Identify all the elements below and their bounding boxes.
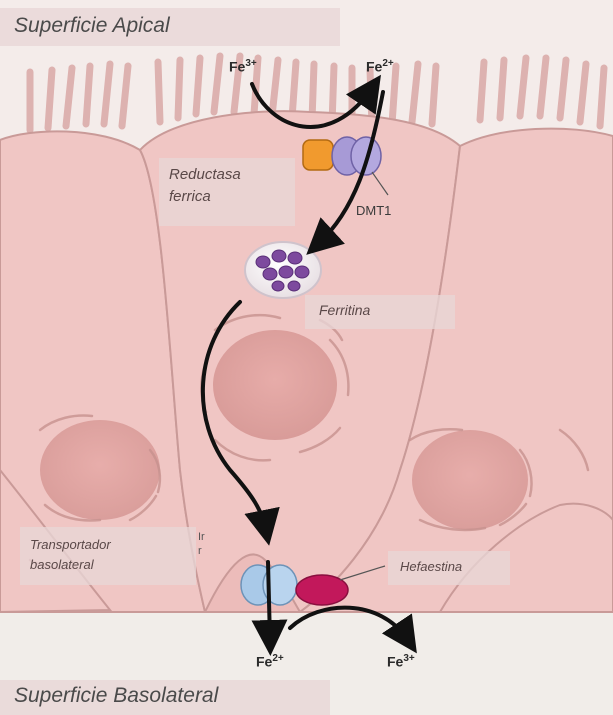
arrow-export bbox=[268, 562, 270, 640]
reductase-label-line1: Reductasa bbox=[169, 164, 285, 186]
ion-fe3-apical: Fe3+ bbox=[229, 58, 257, 75]
ion-fe3-basolateral: Fe3+ bbox=[387, 653, 415, 670]
reductase-label-line2: ferrica bbox=[169, 186, 285, 208]
ferritin-vesicle bbox=[245, 242, 321, 298]
nucleus-left bbox=[40, 420, 160, 520]
apical-surface-label: Superficie Apical bbox=[0, 8, 340, 46]
ferritin-label: Ferritina bbox=[305, 295, 455, 329]
truncated-label-fragment: Ir r bbox=[198, 530, 205, 558]
transporter-label-line1: Transportador bbox=[30, 535, 186, 555]
ion-fe2-basolateral: Fe2+ bbox=[256, 653, 284, 670]
nucleus-center bbox=[213, 330, 337, 440]
basolateral-surface-label: Superficie Basolateral bbox=[0, 680, 330, 715]
transporter-label-line2: basolateral bbox=[30, 555, 186, 575]
ion-fe2-apical: Fe2+ bbox=[366, 58, 394, 75]
nucleus-right bbox=[412, 430, 528, 530]
ferric-reductase bbox=[303, 140, 333, 170]
basolateral-transporter-label: Transportador basolateral bbox=[20, 527, 196, 585]
hephaestin-label: Hefaestina bbox=[388, 551, 510, 585]
dmt1-label: DMT1 bbox=[356, 203, 391, 218]
reductase-label: Reductasa ferrica bbox=[159, 158, 295, 226]
